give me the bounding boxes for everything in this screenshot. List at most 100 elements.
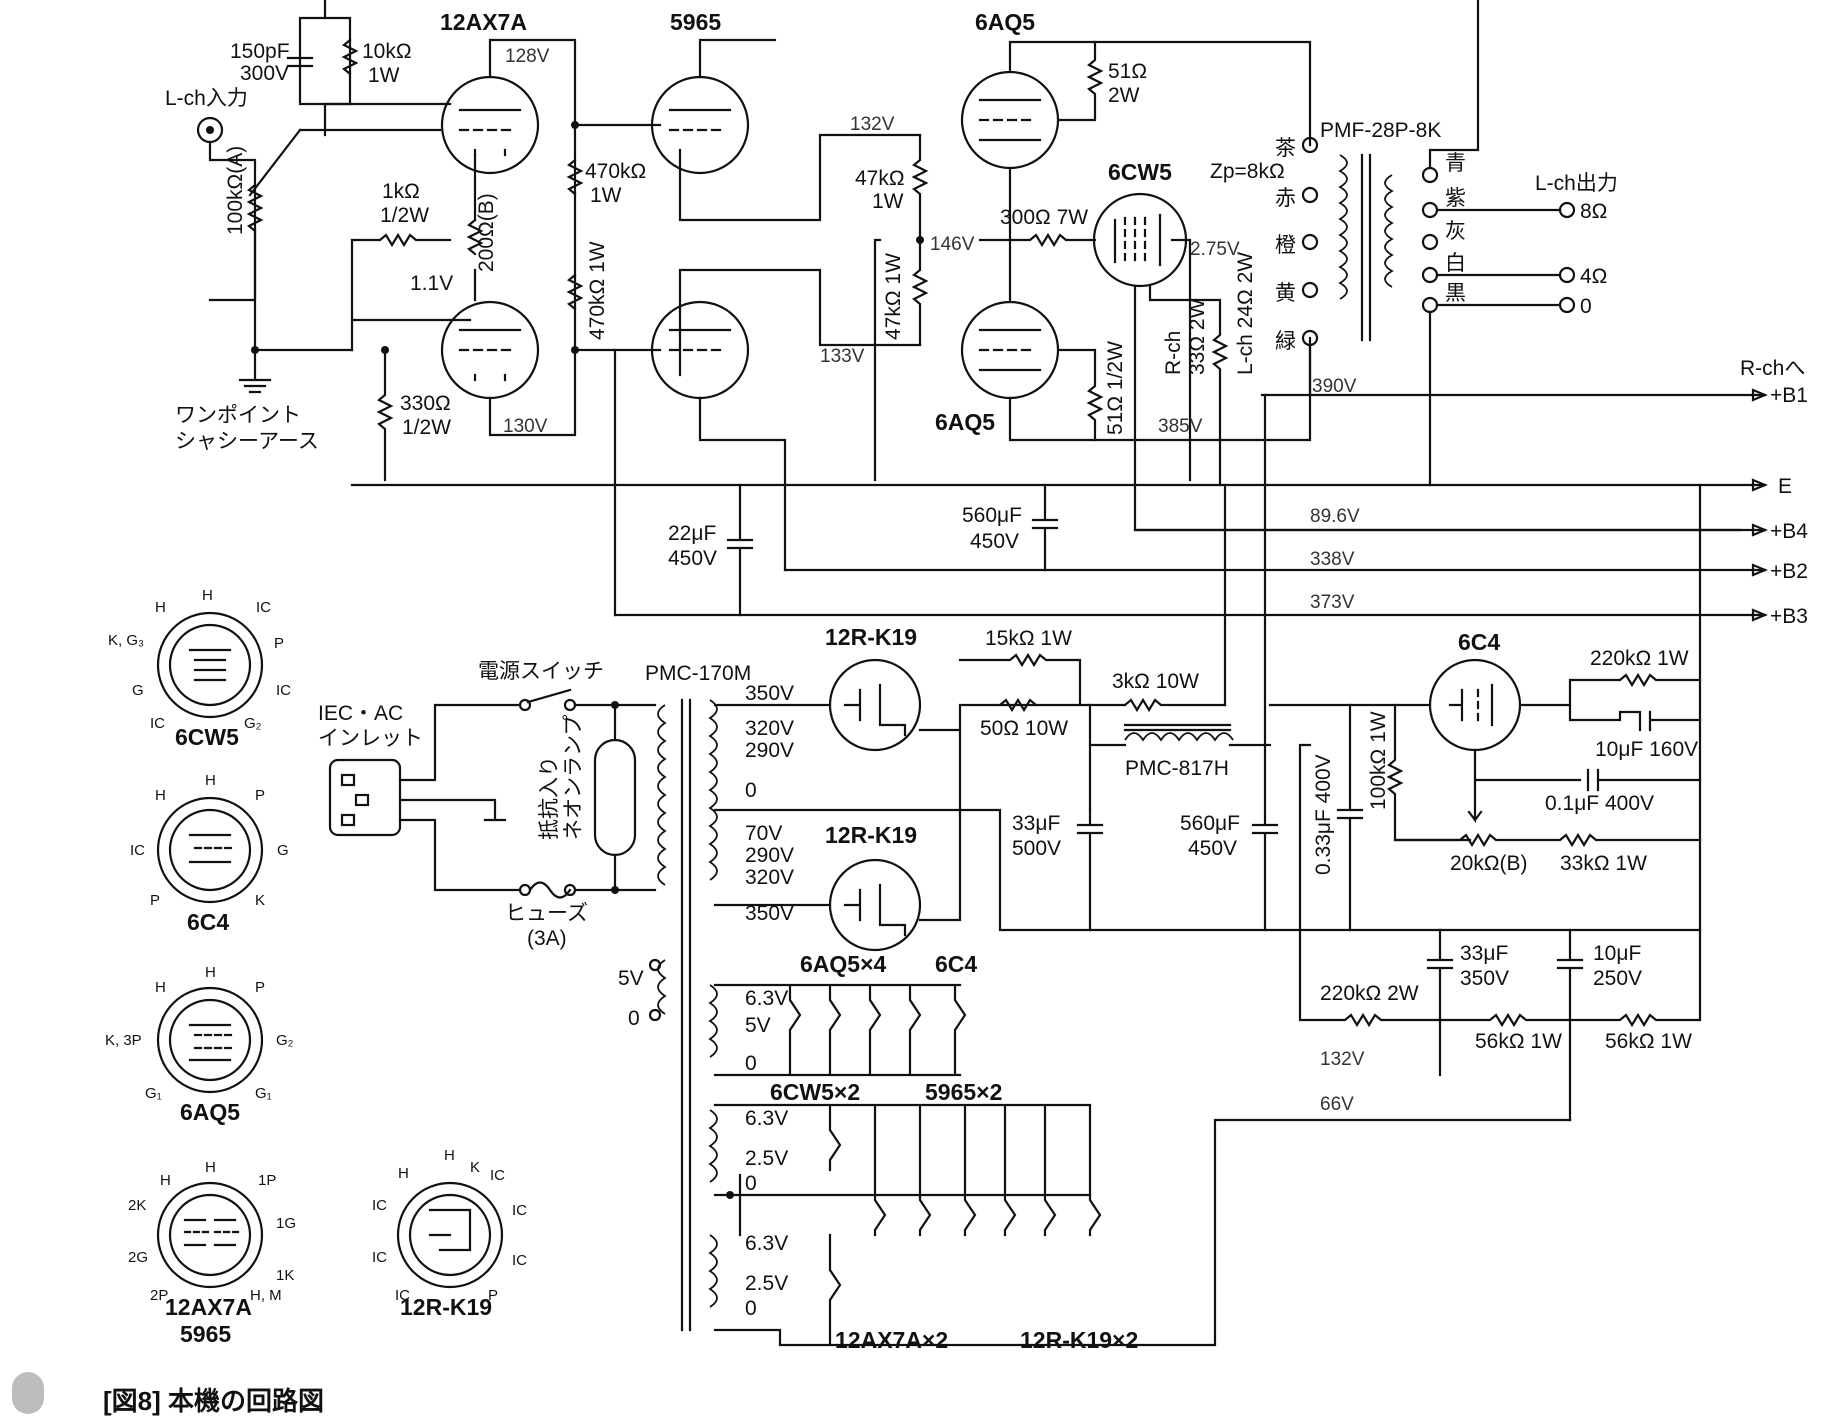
- label-r33-1: R-ch: [1162, 331, 1185, 375]
- label-pot-20k: 20kΩ(B): [1450, 852, 1528, 875]
- hv-tap-7: 350V: [745, 902, 794, 925]
- volt-133: 133V: [820, 346, 865, 367]
- h3-tap-1: 2.5V: [745, 1272, 788, 1295]
- label-470a-2: 1W: [590, 184, 622, 207]
- label-56b: 56kΩ 1W: [1605, 1030, 1692, 1053]
- hv-tap-5: 290V: [745, 844, 794, 867]
- tube-5965: 5965: [650, 9, 922, 572]
- pri-color-1: 赤: [1275, 187, 1296, 210]
- label-c33b-2: 350V: [1460, 967, 1509, 990]
- svg-text:H, M: H, M: [250, 1287, 282, 1304]
- volt-373: 373V: [1310, 592, 1355, 613]
- pri-color-0: 茶: [1275, 137, 1296, 160]
- pinout-12ax7a-name: 12AX7A: [165, 1294, 252, 1320]
- svg-text:K, G₃: K, G₃: [108, 632, 144, 649]
- svg-text:H: H: [444, 1147, 455, 1164]
- svg-text:IC: IC: [372, 1197, 387, 1214]
- label-1k-1: 1kΩ: [382, 180, 420, 203]
- fuse-label-2: (3A): [527, 927, 567, 950]
- label-c10b-2: 250V: [1593, 967, 1642, 990]
- label-c10b-1: 10μF: [1593, 942, 1641, 965]
- rect1-label: 12R-K19: [825, 624, 917, 650]
- hv-tap-6: 320V: [745, 866, 794, 889]
- svg-text:IC: IC: [395, 1287, 410, 1304]
- svg-text:G₂: G₂: [244, 715, 262, 732]
- volt-130: 130V: [503, 416, 548, 437]
- hv-tap-2: 290V: [745, 739, 794, 762]
- label-c22-1: 22μF: [668, 522, 716, 545]
- zp-label: Zp=8kΩ: [1210, 160, 1285, 183]
- svg-text:IC: IC: [512, 1252, 527, 1269]
- label-c560a-2: 450V: [970, 530, 1019, 553]
- svg-text:H: H: [160, 1172, 171, 1189]
- svg-text:H: H: [202, 587, 213, 604]
- label-c33b-1: 33μF: [1460, 942, 1508, 965]
- hv-tap-0: 350V: [745, 682, 794, 705]
- output-terminal-4[interactable]: [1558, 266, 1576, 284]
- tap-5v: 5V: [618, 967, 644, 990]
- svg-text:2K: 2K: [128, 1197, 146, 1214]
- pinout-6aq5-name: 6AQ5: [180, 1099, 240, 1125]
- svg-text:P: P: [488, 1287, 498, 1304]
- power-switch-icon[interactable]: [526, 688, 572, 704]
- label-r33-2: 33Ω 2W: [1186, 298, 1209, 375]
- sec-color-1: 紫: [1445, 187, 1466, 210]
- output-transformer: PMF-28P-8K Zp=8kΩ 茶 赤 橙 黄 緑 青 紫 灰 白 黒 L-…: [1210, 0, 1618, 487]
- volt-385: 385V: [1158, 416, 1203, 437]
- label-220b: 220kΩ 2W: [1320, 982, 1419, 1005]
- label-c33a-1: 33μF: [1012, 812, 1060, 835]
- volt-338: 338V: [1310, 549, 1355, 570]
- output-terminal-8[interactable]: [1558, 201, 1576, 219]
- volt-132b: 132V: [1320, 1049, 1365, 1070]
- hv-tap-1: 320V: [745, 717, 794, 740]
- label-r-in-1: 10kΩ: [362, 40, 412, 63]
- fuse-icon: [528, 881, 572, 899]
- label-c33a-2: 500V: [1012, 837, 1061, 860]
- label-300: 300Ω 7W: [1000, 206, 1088, 229]
- label-pot-200: 200Ω(B): [475, 193, 498, 272]
- rail-e: E: [1778, 475, 1792, 498]
- pinout-6c4-name: 6C4: [187, 909, 229, 935]
- scroll-indicator-icon[interactable]: [12, 1372, 44, 1414]
- iec-inlet-icon[interactable]: [328, 758, 402, 837]
- reg-label: 6C4: [1458, 629, 1500, 655]
- label-330-2: 1/2W: [402, 416, 451, 439]
- svg-text:K: K: [470, 1159, 480, 1176]
- output-tap-4: 4Ω: [1580, 265, 1607, 288]
- rect2-label: 12R-K19: [825, 822, 917, 848]
- input-label: L-ch入力: [165, 87, 248, 110]
- volt-66: 66V: [1320, 1094, 1354, 1115]
- label-c560b-1: 560μF: [1180, 812, 1240, 835]
- ground-label-1: ワンポイント: [175, 404, 301, 427]
- svg-text:IC: IC: [372, 1249, 387, 1266]
- heater-label-3: 5965×2: [925, 1079, 1002, 1105]
- svg-text:IC: IC: [276, 682, 291, 699]
- label-r-in-2: 1W: [368, 64, 400, 87]
- svg-text:H: H: [155, 599, 166, 616]
- volt-2-75: 2.75V: [1190, 239, 1240, 260]
- h2-tap-0: 6.3V: [745, 1107, 788, 1130]
- h2-tap-2: 0: [745, 1172, 757, 1195]
- volt-128: 128V: [505, 46, 550, 67]
- output-tap-8: 8Ω: [1580, 200, 1607, 223]
- label-51a-1: 51Ω: [1108, 60, 1147, 83]
- heater-label-4: 12AX7A×2: [835, 1327, 948, 1353]
- svg-text:P: P: [255, 979, 265, 996]
- fuse-label-1: ヒューズ: [505, 902, 588, 925]
- svg-text:H: H: [205, 964, 216, 981]
- output-terminal-0[interactable]: [1558, 296, 1576, 314]
- svg-text:G: G: [277, 842, 289, 859]
- h3-tap-0: 6.3V: [745, 1232, 788, 1255]
- svg-text:2P: 2P: [150, 1287, 168, 1304]
- volt-1-1: 1.1V: [410, 272, 453, 295]
- label-330-1: 330Ω: [400, 392, 451, 415]
- label-c01: 0.1μF 400V: [1545, 792, 1654, 815]
- heater-label-0: 6AQ5×4: [800, 951, 887, 977]
- pinout-5965-name: 5965: [180, 1321, 231, 1347]
- rail-b3: +B3: [1770, 605, 1808, 628]
- svg-text:H: H: [155, 787, 166, 804]
- hv-taps: 350V 320V 290V 0 70V 290V 320V 350V: [745, 682, 794, 925]
- svg-text:IC: IC: [256, 599, 271, 616]
- pinout-6c4: 6C4 H P G K P IC H: [130, 772, 289, 935]
- output-title: L-ch出力: [1535, 172, 1618, 195]
